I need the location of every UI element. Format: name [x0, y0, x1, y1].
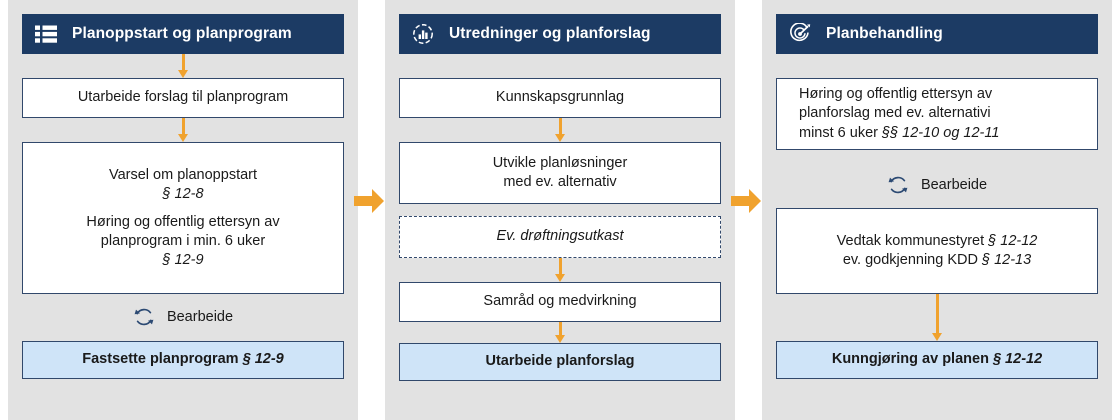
bearbeide-loop-planoppstart: Bearbeide	[22, 304, 344, 330]
bearbeide-loop-planbehandling: Bearbeide	[776, 172, 1098, 198]
node-label-block: Vedtak kommunestyret § 12-12 ev. godkjen…	[785, 232, 1089, 270]
node-line: minst 6 uker §§ 12-10 og 12-11	[799, 124, 1000, 141]
node-line: Vedtak kommunestyret § 12-12	[836, 232, 1038, 249]
node-utvikle-planlosninger[interactable]: Utvikle planløsninger med ev. alternativ	[399, 142, 721, 204]
node-line: Høring og offentlig ettersyn av	[799, 86, 993, 103]
node-label-lawref: § 12-9	[242, 351, 284, 368]
node-label: Fastsette planprogram § 12-9	[31, 350, 335, 369]
node-label: Samråd og medvirkning	[483, 293, 637, 310]
connector-arrow-down	[178, 54, 188, 78]
node-line: Høring og offentlig ettersyn av	[86, 213, 280, 230]
node-line-lawref: § 12-9	[162, 252, 204, 269]
column-planbehandling: Planbehandling Høring og offentlig etter…	[762, 0, 1112, 420]
node-label: Kunngjøring av planen § 12-12	[785, 350, 1089, 369]
column-header-label: Planoppstart og planprogram	[72, 25, 292, 42]
node-ev-droftningsutkast[interactable]: Ev. drøftningsutkast	[399, 216, 721, 258]
connector-arrow-down	[555, 118, 565, 142]
column-header-utredninger: Utredninger og planforslag	[399, 14, 721, 54]
node-line-lawref: § 12-12	[988, 232, 1038, 249]
node-kunngjoring-av-planen[interactable]: Kunngjøring av planen § 12-12	[776, 341, 1098, 379]
node-horing-offentlig-ettersyn[interactable]: Høring og offentlig ettersyn av planfors…	[776, 78, 1098, 150]
bearbeide-label: Bearbeide	[920, 177, 988, 193]
node-varsel-planoppstart[interactable]: Varsel om planoppstart § 12-8 Høring og …	[22, 142, 344, 294]
column-utredninger: Utredninger og planforslag Kunnskapsgrun…	[385, 0, 735, 420]
node-line: Varsel om planoppstart	[108, 166, 258, 183]
column-header-planoppstart: Planoppstart og planprogram	[22, 14, 344, 54]
node-fastsette-planprogram[interactable]: Fastsette planprogram § 12-9	[22, 341, 344, 379]
bar-chart-circle-icon	[411, 22, 435, 46]
node-label-block: Utvikle planløsninger med ev. alternativ	[408, 154, 712, 192]
node-line: Utvikle planløsninger	[492, 154, 628, 171]
connector-arrow-down	[178, 118, 188, 142]
node-label-block: Høring og offentlig ettersyn av planfors…	[799, 85, 1089, 142]
node-label: Utarbeide forslag til planprogram	[77, 89, 289, 106]
node-utarbeide-planforslag[interactable]: Utarbeide planforslag	[399, 343, 721, 381]
node-label-block: Varsel om planoppstart § 12-8 Høring og …	[31, 166, 335, 271]
node-line: ev. godkjenning KDD § 12-13	[842, 252, 1032, 268]
node-vedtak-kommunestyret[interactable]: Vedtak kommunestyret § 12-12 ev. godkjen…	[776, 208, 1098, 294]
target-dart-icon	[788, 22, 812, 46]
refresh-cycle-icon	[887, 174, 909, 196]
column-planoppstart: Planoppstart og planprogram Utarbeide fo…	[8, 0, 358, 420]
node-line: planforslag med ev. alternativi	[799, 105, 991, 122]
node-label-bold: Fastsette planprogram	[82, 351, 239, 368]
node-label-lawref: § 12-12	[992, 351, 1043, 368]
node-line-lawref: § 12-13	[982, 252, 1032, 268]
column-header-label: Utredninger og planforslag	[449, 25, 651, 42]
connector-arrow-down	[555, 258, 565, 282]
list-icon	[34, 22, 58, 46]
node-utarbeide-forslag[interactable]: Utarbeide forslag til planprogram	[22, 78, 344, 118]
node-line: med ev. alternativ	[503, 174, 617, 190]
node-label: Ev. drøftningsutkast	[496, 228, 624, 245]
node-line-lawref: §§ 12-10 og 12-11	[882, 124, 1000, 141]
node-label: Utarbeide planforslag	[485, 353, 635, 370]
connector-arrow-down	[555, 322, 565, 343]
node-line: planprogram i min. 6 uker	[100, 233, 266, 250]
bearbeide-label: Bearbeide	[166, 309, 234, 325]
refresh-cycle-icon	[133, 306, 155, 328]
connector-arrow-down	[932, 294, 942, 341]
node-samrad-og-medvirkning[interactable]: Samråd og medvirkning	[399, 282, 721, 322]
node-line-lawref: § 12-8	[162, 185, 204, 202]
column-header-label: Planbehandling	[826, 25, 943, 42]
column-header-planbehandling: Planbehandling	[776, 14, 1098, 54]
node-kunnskapsgrunnlag[interactable]: Kunnskapsgrunnlag	[399, 78, 721, 118]
arrow-col2-to-col3-icon	[729, 186, 763, 216]
node-label: Kunnskapsgrunnlag	[495, 89, 625, 106]
spacer	[31, 204, 335, 213]
arrow-col1-to-col2-icon	[352, 186, 386, 216]
node-label-bold: Kunngjøring av planen	[831, 351, 989, 368]
